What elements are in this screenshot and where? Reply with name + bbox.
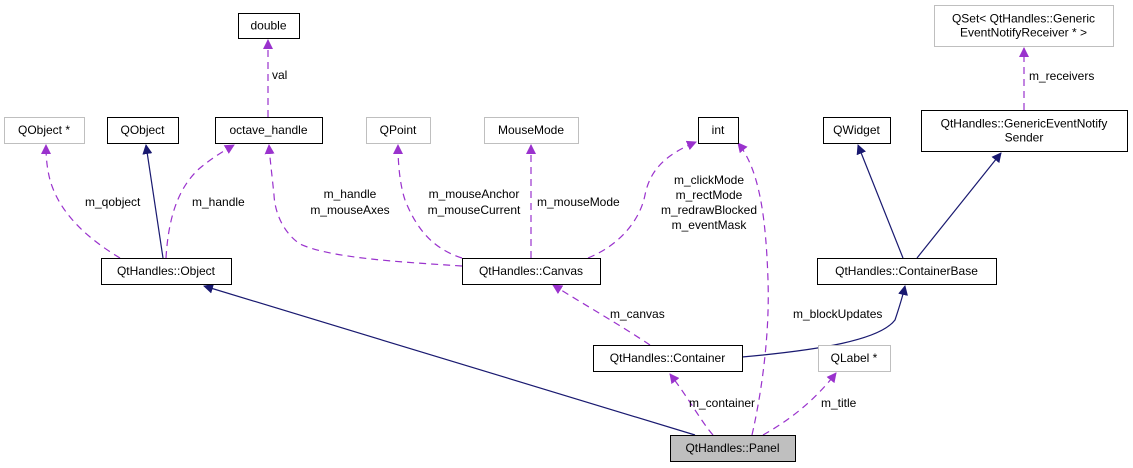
node-label: QObject [120,123,165,137]
node-label: double [250,19,286,33]
edges-layer [41,39,1029,436]
node-panel: QtHandles::Panel [670,435,796,462]
node-box [698,117,739,144]
node-qwidget[interactable]: QWidget [823,117,891,144]
edge-label-m-mouseaxes: m_mouseAxes [310,203,389,217]
node-label: QObject * [18,123,70,137]
node-int[interactable]: int [698,117,739,144]
node-label: MouseMode [498,123,564,137]
node-label: QtHandles::GenericEventNotify [941,117,1108,131]
node-box [238,13,300,39]
node-box [484,117,579,144]
edge-label-m-clickmode: m_clickMode [674,173,744,187]
usage-edge-object-to-qobject_ptr [41,144,121,259]
node-label: QPoint [380,123,417,137]
node-label: QSet< QtHandles::Generic [952,12,1095,26]
node-qset: QSet< QtHandles::GenericEventNotifyRecei… [934,5,1114,47]
node-label: octave_handle [229,123,307,137]
usage-edge-canvas-to-octave_handle [264,144,463,267]
node-containerbase[interactable]: QtHandles::ContainerBase [817,258,997,285]
inheritance-edge-panel-to-object [203,283,696,436]
node-qobject-ptr: QObject * [4,117,85,144]
node-box [107,117,179,144]
usage-edge-panel-to-container [669,373,714,436]
node-box [934,5,1114,47]
node-label: QLabel * [831,351,878,365]
node-label: QtHandles::Canvas [479,264,583,278]
node-canvas[interactable]: QtHandles::Canvas [462,258,601,285]
usage-edge-container-to-canvas [552,284,651,346]
node-object[interactable]: QtHandles::Object [101,258,232,285]
node-qobject[interactable]: QObject [107,117,179,144]
node-label: QtHandles::Container [610,351,725,365]
node-label: Sender [1005,131,1044,145]
inheritance-edge-containerbase-to-qwidget [856,144,904,259]
edge-label-m-receivers: m_receivers [1029,69,1094,83]
node-box [462,258,601,285]
node-box [366,117,431,144]
node-box [823,117,891,144]
node-box [818,345,891,372]
edge-label-m-handle: m_handle [324,187,377,201]
usage-edge-object-to-octave_handle [165,144,235,259]
node-double[interactable]: double [238,13,300,39]
inheritance-edge-container-to-containerbase [741,285,908,358]
edge-label-m-qobject: m_qobject [85,195,141,209]
usage-edge-canvas-to-qpoint [393,144,463,259]
edge-label-val: val [272,68,287,82]
node-box [215,117,323,144]
edge-label-m-blockupdates: m_blockUpdates [793,307,882,321]
usage-edge-panel-to-qlabel [762,372,837,436]
node-qpoint: QPoint [366,117,431,144]
node-label: QtHandles::ContainerBase [835,264,978,278]
node-label: EventNotifyReceiver * > [960,26,1087,40]
edge-label-m-title: m_title [821,396,857,410]
node-mousemode: MouseMode [484,117,579,144]
node-label: QtHandles::Panel [685,441,779,455]
edge-label-m-eventmask: m_eventMask [672,218,748,232]
node-box [4,117,85,144]
usage-edge-panel-to-int [737,142,769,436]
edge-label-m-canvas: m_canvas [610,307,665,321]
edge-label-m-mouseanchor: m_mouseAnchor [429,187,520,201]
edge-label-m-handle: m_handle [192,195,245,209]
node-box [101,258,232,285]
inheritance-edge-containerbase-to-sender [916,152,1002,259]
edge-label-m-mousemode: m_mouseMode [537,195,620,209]
edge-label-m-redrawblocked: m_redrawBlocked [661,203,757,217]
node-box [670,435,796,462]
node-box [593,345,743,372]
node-label: QtHandles::Object [117,264,216,278]
usage-edge-canvas-to-int [587,140,697,259]
node-label: QWidget [833,123,880,137]
node-label: int [712,123,725,137]
node-container[interactable]: QtHandles::Container [593,345,743,372]
inheritance-edge-object-to-qobject [142,144,164,259]
node-qlabel: QLabel * [818,345,891,372]
edge-label-m-mousecurrent: m_mouseCurrent [428,203,521,217]
edge-label-m-rectmode: m_rectMode [676,188,743,202]
node-box [817,258,997,285]
node-box [921,110,1128,152]
node-octave-handle[interactable]: octave_handle [215,117,323,144]
edge-label-m-container: m_container [689,396,755,410]
